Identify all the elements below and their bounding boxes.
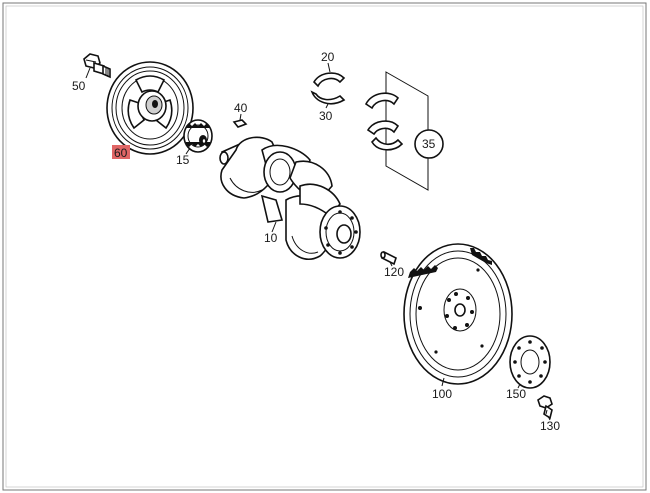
part-120-dowel-pin[interactable] — [380, 250, 397, 266]
diagram-inner-frame — [5, 5, 644, 488]
label-150[interactable]: 150 — [506, 387, 526, 401]
label-10[interactable]: 10 — [264, 231, 278, 245]
label-35[interactable]: 35 — [422, 137, 436, 151]
part-35-bearing-kit[interactable] — [364, 71, 444, 191]
part-15-sprocket[interactable] — [183, 119, 213, 153]
part-60-pulley[interactable] — [106, 61, 194, 155]
label-20[interactable]: 20 — [321, 50, 335, 64]
part-150-plate[interactable] — [509, 335, 551, 389]
leader-100 — [441, 377, 445, 387]
part-30-thrust-washer[interactable] — [310, 90, 346, 105]
leader-10 — [271, 221, 277, 233]
leader-150 — [517, 383, 521, 389]
label-130[interactable]: 130 — [540, 419, 560, 433]
leader-120 — [389, 261, 393, 267]
label-60[interactable]: 60 — [114, 146, 128, 160]
label-120[interactable]: 120 — [384, 265, 404, 279]
leader-130 — [547, 415, 551, 421]
leader-40 — [239, 113, 242, 121]
label-40[interactable]: 40 — [234, 101, 248, 115]
label-15[interactable]: 15 — [176, 153, 190, 167]
leader-50 — [85, 67, 91, 79]
part-50-bolt[interactable] — [83, 53, 111, 79]
label-30[interactable]: 30 — [319, 109, 333, 123]
part-100-flywheel[interactable] — [403, 243, 513, 385]
leader-30 — [325, 103, 329, 109]
part-40-key[interactable] — [232, 119, 248, 128]
leader-20 — [327, 62, 331, 73]
part-130-bolt[interactable] — [537, 395, 553, 420]
label-50[interactable]: 50 — [72, 79, 86, 93]
part-10-crankshaft[interactable] — [219, 136, 361, 260]
label-100[interactable]: 100 — [432, 387, 452, 401]
highlight-60 — [112, 145, 130, 159]
part-20-thrust-washer[interactable] — [312, 72, 346, 88]
leader-15 — [185, 147, 191, 155]
